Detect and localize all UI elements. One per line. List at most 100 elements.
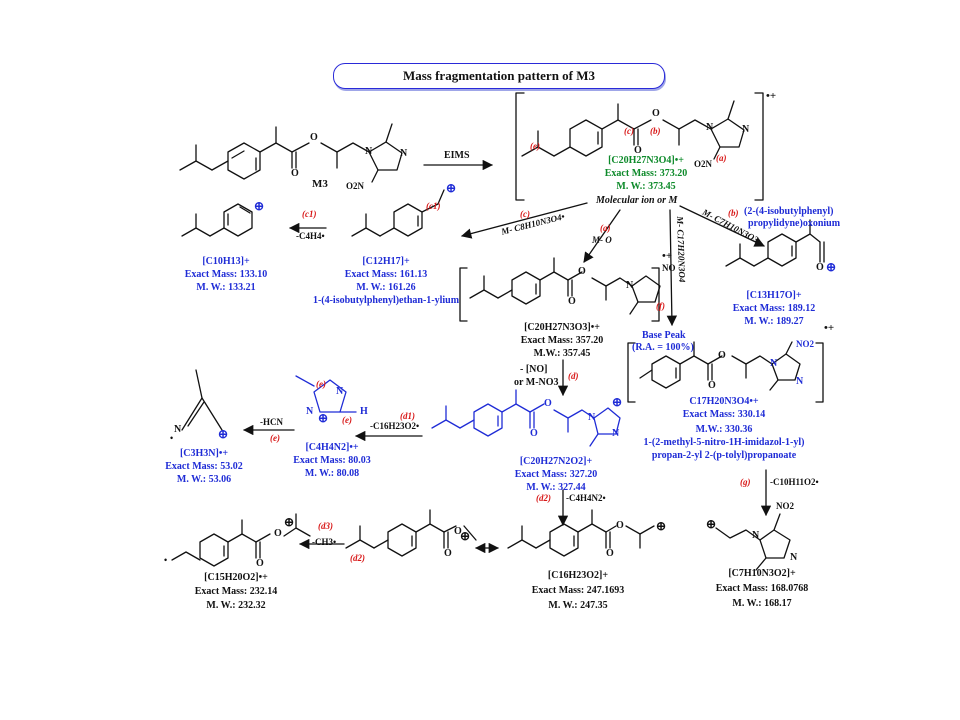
c4h4n2-structure xyxy=(295,375,357,413)
e-formula: [C3H3N]•+ xyxy=(179,448,229,459)
c1-name: 1-(4-isobutylphenyl)ethan-1-ylium xyxy=(312,295,460,306)
b-plus: ⊕ xyxy=(826,260,837,274)
title-box: Mass fragmentation pattern of M3 xyxy=(333,63,665,89)
step-d3-site: (d3) xyxy=(318,521,333,531)
d2-res-o: O xyxy=(454,526,462,537)
c15h20o2-structure xyxy=(171,513,311,567)
d1-h: H xyxy=(360,406,368,417)
mi-mw: M. W.: 373.45 xyxy=(616,181,676,192)
a-ester-o: O xyxy=(578,266,586,277)
e-dot: • xyxy=(170,433,174,443)
d-formula: [C20H27N2O2]+ xyxy=(519,456,593,467)
m3-label: M3 xyxy=(312,178,328,190)
c10-mw: M. W.: 133.21 xyxy=(196,282,256,293)
c20h27n3o3-structure xyxy=(469,257,661,315)
c13h17o-structure xyxy=(725,219,825,267)
mi-ester-o: O xyxy=(652,108,660,119)
m3-ester-o: O xyxy=(310,132,318,143)
step-g-loss: -C10H11O2• xyxy=(770,477,819,487)
e-mw: M. W.: 53.06 xyxy=(176,474,232,485)
g-n1: N xyxy=(752,530,760,541)
c1-mw: M. W.: 161.26 xyxy=(356,282,416,293)
mi-n3: N xyxy=(742,124,750,135)
base-peak-ra: (R.A. = 100%) xyxy=(632,342,694,353)
d-plus: ⊕ xyxy=(612,395,623,409)
c12h17-structure xyxy=(351,189,445,237)
molecular-ion-structure xyxy=(521,100,745,160)
b-exact-mass: Exact Mass: 189.12 xyxy=(732,303,816,314)
mi-formula: [C20H27N3O4]•+ xyxy=(608,155,684,166)
bp-mw: M.W.: 330.36 xyxy=(695,424,753,435)
d2-res-site: (d2) xyxy=(350,553,365,563)
mi-site-c: (c) xyxy=(624,126,634,136)
d1-n3: N xyxy=(336,386,344,397)
d3-plus: ⊕ xyxy=(284,515,295,529)
d2-formula: [C16H23O2]+ xyxy=(547,570,609,581)
c10-plus: ⊕ xyxy=(254,199,265,213)
g-exact-mass: Exact Mass: 168.0768 xyxy=(715,583,809,594)
c1-exact-mass: Exact Mass: 161.13 xyxy=(344,269,428,280)
base-peak-bracket xyxy=(627,342,824,403)
step-d2-site: (d2) xyxy=(536,493,551,503)
bp-ester-o: O xyxy=(718,350,726,361)
d3-carbonyl-o: O xyxy=(256,558,264,569)
step-d-loss-2: or M-NO3 xyxy=(514,377,559,388)
d2-res-plus: ⊕ xyxy=(460,529,471,543)
step-d2-loss: -C4H4N2• xyxy=(566,493,606,503)
step-e-site: (e) xyxy=(270,433,280,443)
step-g-site: (g) xyxy=(740,477,751,487)
mi-n1: N xyxy=(706,122,714,133)
m3-carbonyl-o: O xyxy=(291,168,299,179)
d-carbonyl-o: O xyxy=(530,428,538,439)
c16h23o2-structure xyxy=(507,509,655,557)
bp-name-2: propan-2-yl 2-(p-tolyl)propanoate xyxy=(651,450,797,461)
bp-exact-mass: Exact Mass: 330.14 xyxy=(682,409,766,420)
base-peak-label: Base Peak xyxy=(642,330,686,341)
g-nitro: NO2 xyxy=(776,501,794,511)
d1-site-1: (e) xyxy=(316,379,326,389)
loss-a-site-label: (a) xyxy=(600,223,611,233)
d3-dot: • xyxy=(164,555,168,565)
d2-carbonyl-o: O xyxy=(606,548,614,559)
step-c1-loss: -C4H4• xyxy=(296,231,325,241)
d1-formula: [C4H4N2]•+ xyxy=(305,442,359,453)
d2-plus: ⊕ xyxy=(656,519,667,533)
c10-formula: [C10H13]+ xyxy=(202,256,250,267)
c1-plus: ⊕ xyxy=(446,181,457,195)
d1-plus: ⊕ xyxy=(318,411,329,425)
bp-nitro: NO2 xyxy=(796,339,814,349)
d1-exact-mass: Exact Mass: 80.03 xyxy=(293,455,371,466)
b-oxo: O xyxy=(816,262,824,273)
step-d1-site: (d1) xyxy=(400,411,415,421)
b-formula: [C13H17O]+ xyxy=(746,290,802,301)
d-n1: N xyxy=(588,412,596,423)
mi-carbonyl-o: O xyxy=(634,145,642,156)
d1-mw: M. W.: 80.08 xyxy=(304,468,360,479)
g-plus: ⊕ xyxy=(706,517,717,531)
a-no: NO xyxy=(662,263,676,273)
b-name-1: (2-(4-isobutylphenyl) xyxy=(744,206,834,217)
b-mw: M. W.: 189.27 xyxy=(744,316,804,327)
bp-carbonyl-o: O xyxy=(708,380,716,391)
a-n1: N xyxy=(626,280,634,291)
a-mw: M.W.: 357.45 xyxy=(533,348,591,359)
frag-a-bracket xyxy=(459,267,660,322)
g-n3: N xyxy=(790,552,798,563)
step-d-site: (d) xyxy=(568,371,579,381)
d1-n1: N xyxy=(306,406,314,417)
a-carbonyl-o: O xyxy=(568,296,576,307)
c3h3n-structure xyxy=(181,369,223,431)
step-d3-loss: -CH3• xyxy=(312,537,337,547)
a-exact-mass: Exact Mass: 357.20 xyxy=(520,335,604,346)
loss-a-label: M- O xyxy=(592,235,612,245)
c10-exact-mass: Exact Mass: 133.10 xyxy=(184,269,268,280)
g-mw: M. W.: 168.17 xyxy=(732,598,792,609)
m3-n3: N xyxy=(400,148,408,159)
c1-site: (c1) xyxy=(426,201,441,211)
step-e-loss: -HCN xyxy=(260,417,283,427)
bp-formula: C17H20N3O4•+ xyxy=(689,396,759,407)
a-charge: •+ xyxy=(662,250,673,262)
molecular-ion-bracket xyxy=(515,92,764,201)
d3-ester-o: O xyxy=(274,528,282,539)
